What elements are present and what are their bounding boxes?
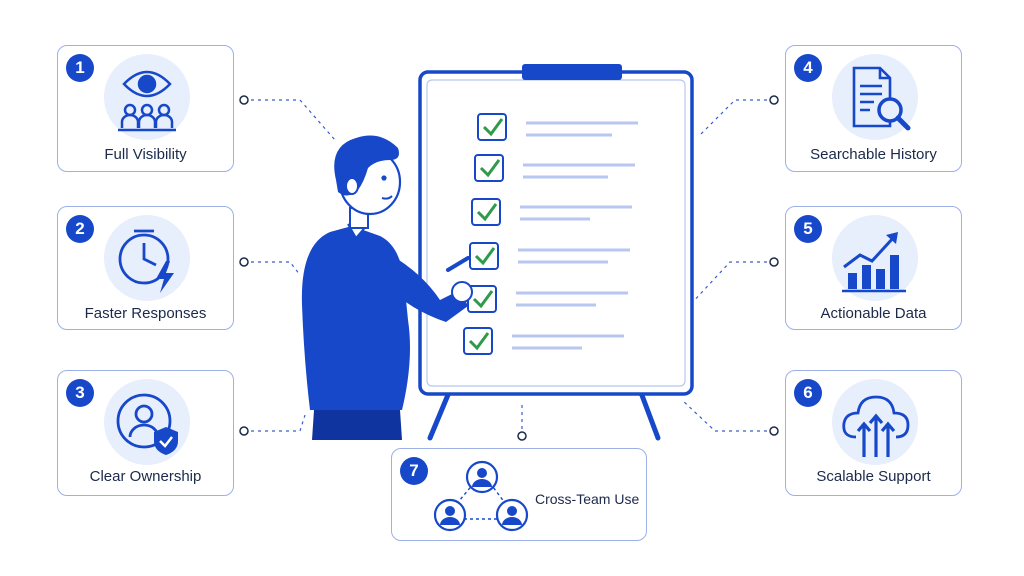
eye-team-icon <box>118 70 176 132</box>
checklist-item <box>477 113 638 141</box>
card-number-badge: 6 <box>794 379 822 407</box>
checklist-items <box>463 113 638 355</box>
user-shield-icon <box>116 393 178 455</box>
card-cross-team-use: 7 Cross-Team Use <box>391 448 647 541</box>
card-label: Actionable Data <box>820 305 927 322</box>
checklist-board <box>418 70 694 396</box>
checklist-item <box>469 242 630 270</box>
person-checklist-board-icon <box>301 64 694 441</box>
cloud-upload-icon <box>842 395 910 457</box>
card-label: Searchable History <box>810 146 937 163</box>
card-actionable-data: 5 Actionable Data <box>785 206 962 330</box>
card-number-badge: 4 <box>794 54 822 82</box>
card-number-badge: 1 <box>66 54 94 82</box>
person-figure <box>301 135 473 440</box>
checklist-item <box>474 154 635 182</box>
card-full-visibility: 1 Full Visibility <box>57 45 234 172</box>
card-number-badge: 2 <box>66 215 94 243</box>
card-searchable-history: 4 Searchable History <box>785 45 962 172</box>
card-label: Cross-Team Use <box>535 491 640 507</box>
card-number-badge: 3 <box>66 379 94 407</box>
clock-lightning-icon <box>118 229 174 293</box>
card-scalable-support: 6 Scalable Support <box>785 370 962 496</box>
card-label: Faster Responses <box>84 305 207 322</box>
card-clear-ownership: 3 Clear Ownership <box>57 370 234 496</box>
card-label: Scalable Support <box>816 468 931 485</box>
card-number-badge: 5 <box>794 215 822 243</box>
checklist-item <box>467 285 628 313</box>
checklist-item <box>471 198 632 226</box>
team-network-icon <box>433 460 529 532</box>
bar-chart-trend-icon <box>842 232 906 293</box>
checklist-item <box>463 327 624 355</box>
document-search-icon <box>852 66 911 131</box>
card-label: Full Visibility <box>104 146 187 163</box>
card-label: Clear Ownership <box>89 468 202 485</box>
card-faster-responses: 2 Faster Responses <box>57 206 234 330</box>
card-number-badge: 7 <box>400 457 428 485</box>
